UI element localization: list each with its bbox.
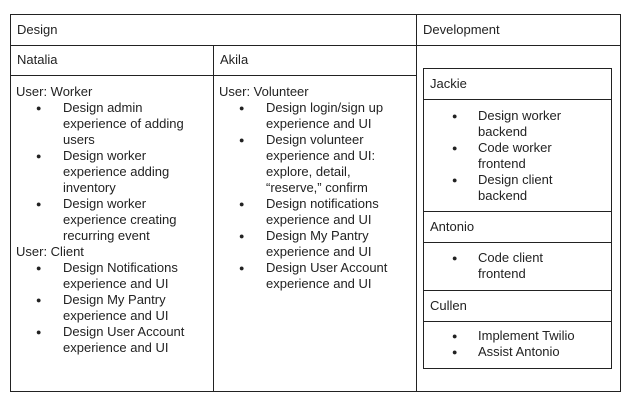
- development-header: Development: [423, 22, 500, 37]
- list-item-line: experience and UI: [63, 276, 169, 291]
- cullen-name-cell: Cullen: [423, 290, 612, 322]
- natalia-name: Natalia: [17, 52, 58, 67]
- list-item-line: “reserve,” confirm: [266, 180, 368, 195]
- list-item-line: Design client: [478, 172, 553, 187]
- list-item-line: experience and UI:: [266, 148, 376, 163]
- list-item-line: Implement Twilio: [478, 328, 575, 343]
- list-item-line: inventory: [63, 180, 116, 195]
- cullen-task-list: Implement TwilioAssist Antonio: [424, 328, 575, 360]
- list-item-line: Design User Account: [266, 260, 388, 275]
- list-item-line: Design login/sign up: [266, 100, 384, 115]
- list-item-line: Design worker: [63, 148, 147, 163]
- list-item-line: Code client: [478, 250, 544, 265]
- list-item-line: Code worker: [478, 140, 552, 155]
- akila-name: Akila: [220, 52, 249, 67]
- list-item-line: frontend: [478, 156, 526, 171]
- list-item-line: frontend: [478, 266, 526, 281]
- user-role-heading: User: Client: [16, 244, 84, 259]
- natalia-name-cell: Natalia: [10, 45, 214, 76]
- antonio-name: Antonio: [430, 219, 475, 234]
- list-item-line: users: [63, 132, 95, 147]
- list-item-line: Assist Antonio: [478, 344, 560, 359]
- jackie-name-cell: Jackie: [423, 68, 612, 100]
- list-item-line: experience and UI: [63, 308, 169, 323]
- list-item-line: Design worker: [63, 196, 147, 211]
- list-item-line: recurring event: [63, 228, 150, 243]
- development-body-cell: [416, 45, 621, 392]
- list-item-line: Design notifications: [266, 196, 379, 211]
- jackie-tasks-cell: Design workerbackendCode workerfrontendD…: [423, 99, 612, 212]
- list-item-line: backend: [478, 188, 528, 203]
- list-item: Implement Twilio: [424, 328, 575, 344]
- antonio-name-cell: Antonio: [423, 211, 612, 243]
- list-item-line: Design Notifications: [63, 260, 178, 275]
- bullet-list: Design workerbackendCode workerfrontendD…: [424, 108, 561, 204]
- cullen-name: Cullen: [430, 298, 467, 313]
- cullen-tasks-cell: Implement TwilioAssist Antonio: [423, 321, 612, 369]
- user-role-heading: User: Worker: [16, 84, 93, 99]
- list-item-line: experience and UI: [266, 276, 372, 291]
- list-item: Assist Antonio: [424, 344, 575, 360]
- list-item-line: experience and UI: [266, 244, 372, 259]
- list-item-line: experience and UI: [266, 212, 372, 227]
- list-item-line: experience creating: [63, 212, 177, 227]
- user-role-heading: User: Volunteer: [219, 84, 309, 99]
- list-item-line: experience adding: [63, 164, 170, 179]
- list-item-line: Design worker: [478, 108, 562, 123]
- akila-name-cell: Akila: [213, 45, 417, 76]
- list-item-line: Design volunteer: [266, 132, 364, 147]
- list-item-line: experience of adding: [63, 116, 184, 131]
- development-header-cell: Development: [416, 14, 621, 46]
- list-item-line: explore, detail,: [266, 164, 351, 179]
- list-item-line: Design admin: [63, 100, 143, 115]
- design-header-cell: Design: [10, 14, 417, 46]
- jackie-task-list: Design workerbackendCode workerfrontendD…: [424, 108, 561, 204]
- list-item-line: Design My Pantry: [63, 292, 166, 307]
- list-item-line: experience and UI: [266, 116, 372, 131]
- jackie-name: Jackie: [430, 76, 467, 91]
- list-item-line: Design My Pantry: [266, 228, 369, 243]
- akila-tasks-cell: User: VolunteerDesign login/sign upexper…: [213, 75, 417, 392]
- bullet-list: Implement TwilioAssist Antonio: [424, 328, 575, 360]
- list-item-line: backend: [478, 124, 528, 139]
- akila-task-list: User: VolunteerDesign login/sign upexper…: [219, 84, 387, 292]
- design-header: Design: [17, 22, 58, 37]
- list-item-line: experience and UI: [63, 340, 169, 355]
- list-item-line: Design User Account: [63, 324, 185, 339]
